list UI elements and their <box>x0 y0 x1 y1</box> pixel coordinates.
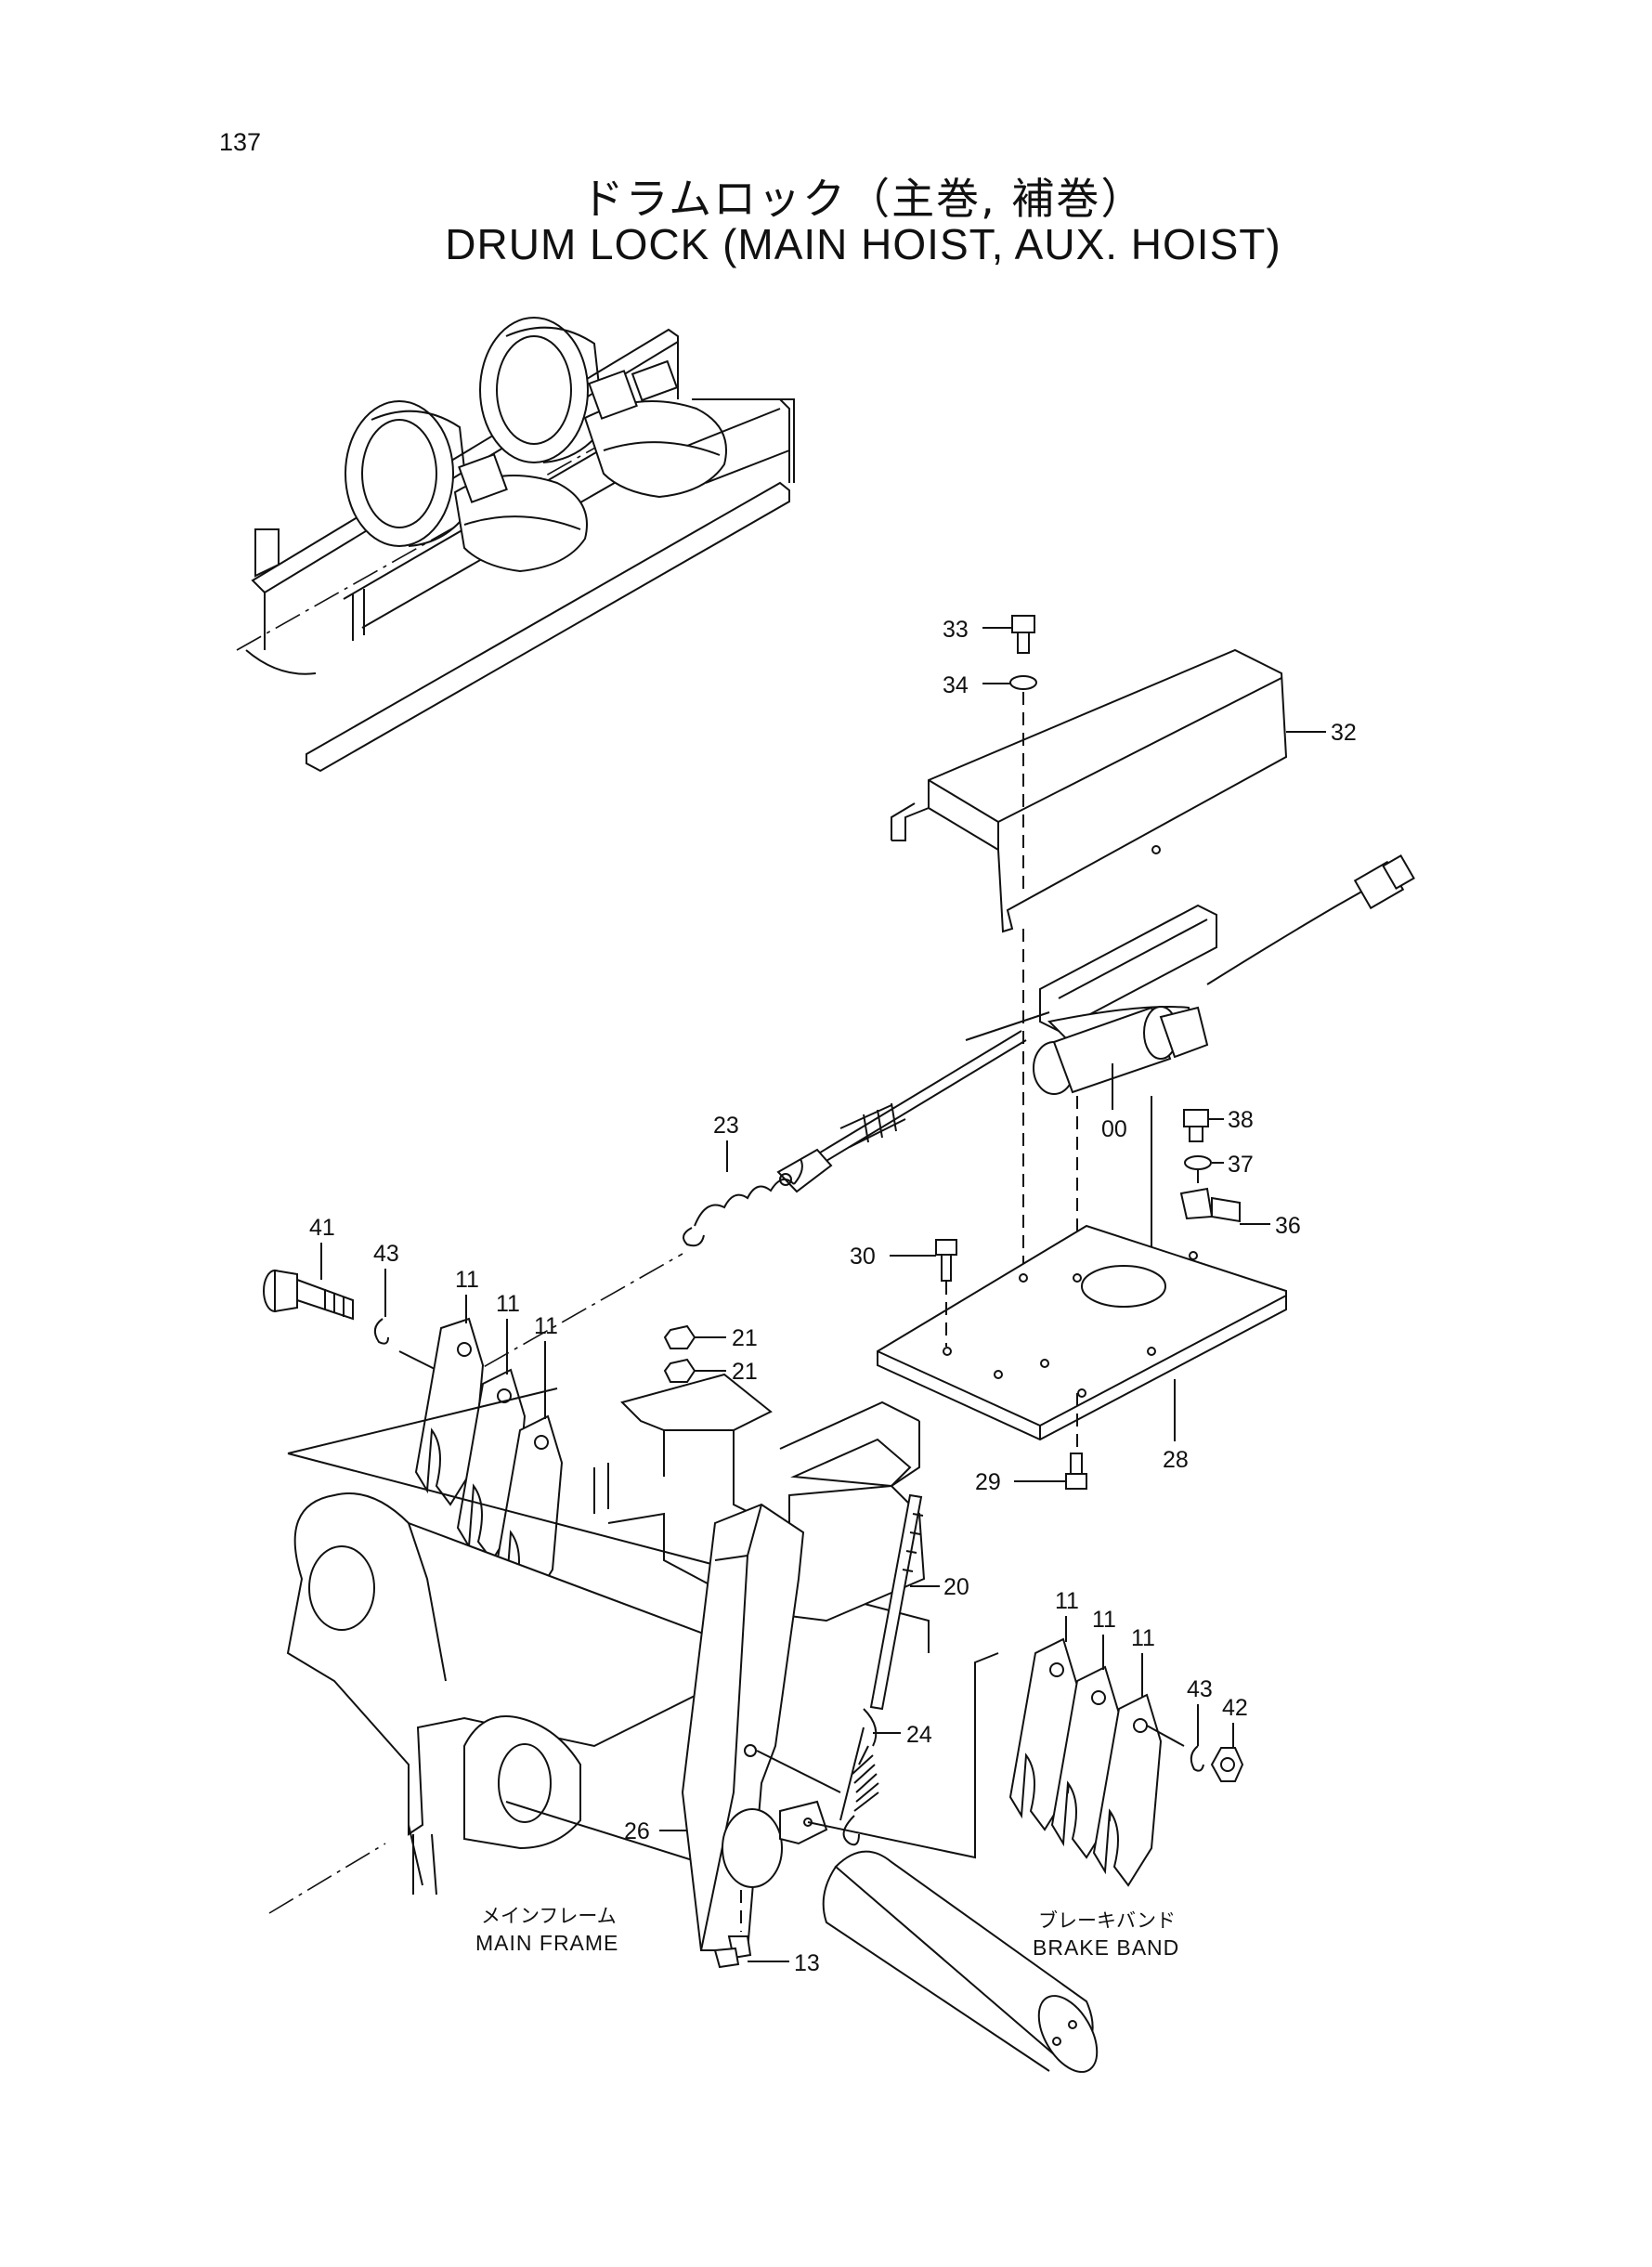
overview-inset <box>236 317 795 773</box>
callout-11: 11 <box>1055 1588 1079 1614</box>
callout-11: 11 <box>496 1291 520 1317</box>
title-english: DRUM LOCK (MAIN HOIST, AUX. HOIST) <box>445 220 1281 268</box>
callout-33: 33 <box>943 617 969 643</box>
leader-lines <box>320 627 1326 1962</box>
bolt-38 <box>1179 1109 1241 1223</box>
bolt-41 <box>263 1269 389 1345</box>
callout-42: 42 <box>1222 1695 1248 1721</box>
lever-bracket-26 <box>681 1503 999 1951</box>
callout-23: 23 <box>713 1113 739 1139</box>
latch-group-right <box>1008 1637 1185 1887</box>
callout-29: 29 <box>975 1469 1001 1495</box>
actuator-00 <box>776 854 1415 1393</box>
callout-26: 26 <box>624 1818 650 1844</box>
callout-00: 00 <box>1101 1116 1127 1142</box>
page-number: 137 <box>219 128 262 156</box>
callout-32: 32 <box>1331 720 1357 746</box>
callout-21: 21 <box>732 1359 758 1385</box>
callout-20: 20 <box>943 1574 969 1600</box>
callout-24: 24 <box>906 1722 932 1748</box>
callout-43: 43 <box>373 1241 399 1267</box>
callout-30: 30 <box>850 1244 876 1270</box>
callout-13: 13 <box>794 1950 820 1976</box>
callout-41: 41 <box>309 1215 335 1241</box>
callout-37: 37 <box>1228 1152 1254 1178</box>
nut-42 <box>1190 1745 1244 1782</box>
bolt-33 <box>1009 615 1037 690</box>
plate-28 <box>877 1224 1287 1441</box>
main-frame-caption-jp: メインフレーム <box>481 1905 617 1927</box>
bolt-30 <box>935 1239 957 1347</box>
callout-11: 11 <box>455 1267 479 1293</box>
grease-fitting-13 <box>713 1890 752 1969</box>
main-frame-caption: MAIN FRAME <box>475 1931 618 1955</box>
main-frame <box>268 1373 930 1914</box>
callout-11: 11 <box>1131 1625 1155 1651</box>
nut-21 <box>663 1324 696 1383</box>
callout-labels: 33 34 32 38 37 36 00 23 30 28 29 41 43 1… <box>309 617 1357 1976</box>
callout-34: 34 <box>943 672 969 698</box>
callout-28: 28 <box>1163 1447 1189 1473</box>
callout-11: 11 <box>1092 1607 1116 1633</box>
spring-23 <box>683 1158 803 1247</box>
callout-43: 43 <box>1187 1676 1213 1702</box>
title-japanese: ドラムロック（主巻, 補巻） <box>580 174 1146 224</box>
spring-24 <box>839 1708 879 1846</box>
callout-38: 38 <box>1228 1107 1254 1133</box>
brake-band-caption: BRAKE BAND <box>1033 1935 1179 1960</box>
brake-band <box>822 1850 1099 2073</box>
callout-21: 21 <box>732 1325 758 1351</box>
callout-36: 36 <box>1275 1213 1301 1239</box>
callout-11: 11 <box>534 1313 558 1339</box>
latch-group-left <box>414 1317 564 1609</box>
cover-32 <box>891 648 1288 933</box>
rod-20 <box>869 1493 924 1711</box>
captions: メインフレーム MAIN FRAME ブレーキバンド BRAKE BAND <box>475 1905 1179 1960</box>
brake-band-caption-jp: ブレーキバンド <box>1038 1909 1176 1932</box>
